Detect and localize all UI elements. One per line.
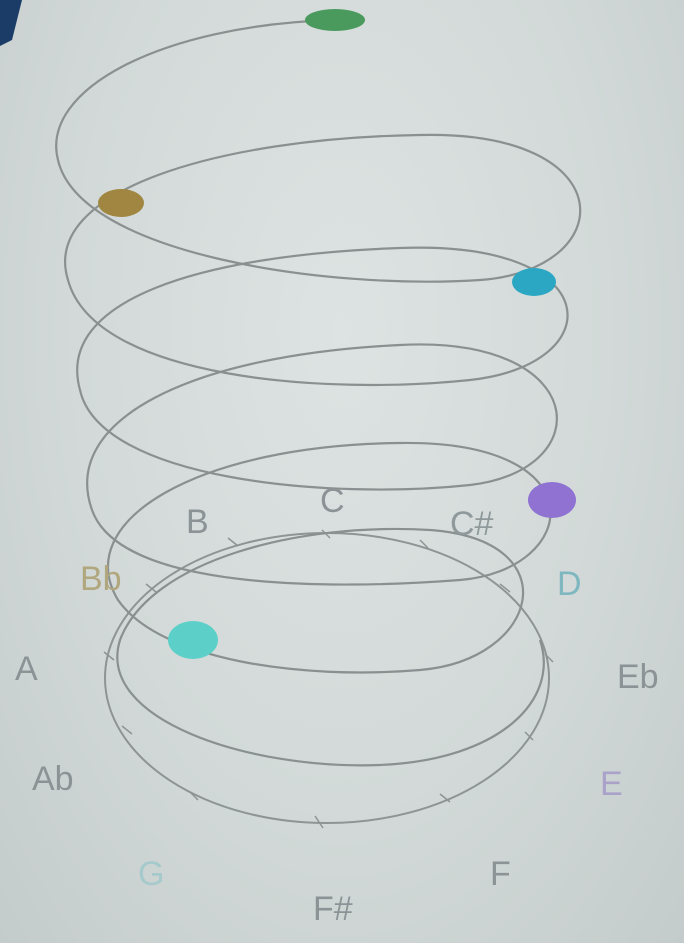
note-label-e: E [600,765,623,803]
helix-strand [55,18,582,767]
marker-violet [528,482,576,518]
note-label-a: A [15,650,38,688]
note-label-c: C [320,482,345,520]
base-circle-ticks [103,529,554,829]
note-label-c-sharp: C# [450,505,494,543]
note-label-d: D [557,565,582,603]
note-label-e-flat: Eb [617,658,659,696]
corner-mark [0,0,22,46]
note-label-g: G [138,855,164,893]
note-label-f: F [490,855,511,893]
marker-olive [98,189,144,217]
note-label-b-flat: Bb [80,560,122,598]
note-label-a-flat: Ab [32,760,74,798]
note-label-f-sharp: F# [313,890,353,928]
note-label-b: B [186,503,209,541]
marker-top [305,9,365,31]
marker-teal [168,621,218,659]
marker-blue [512,268,556,296]
